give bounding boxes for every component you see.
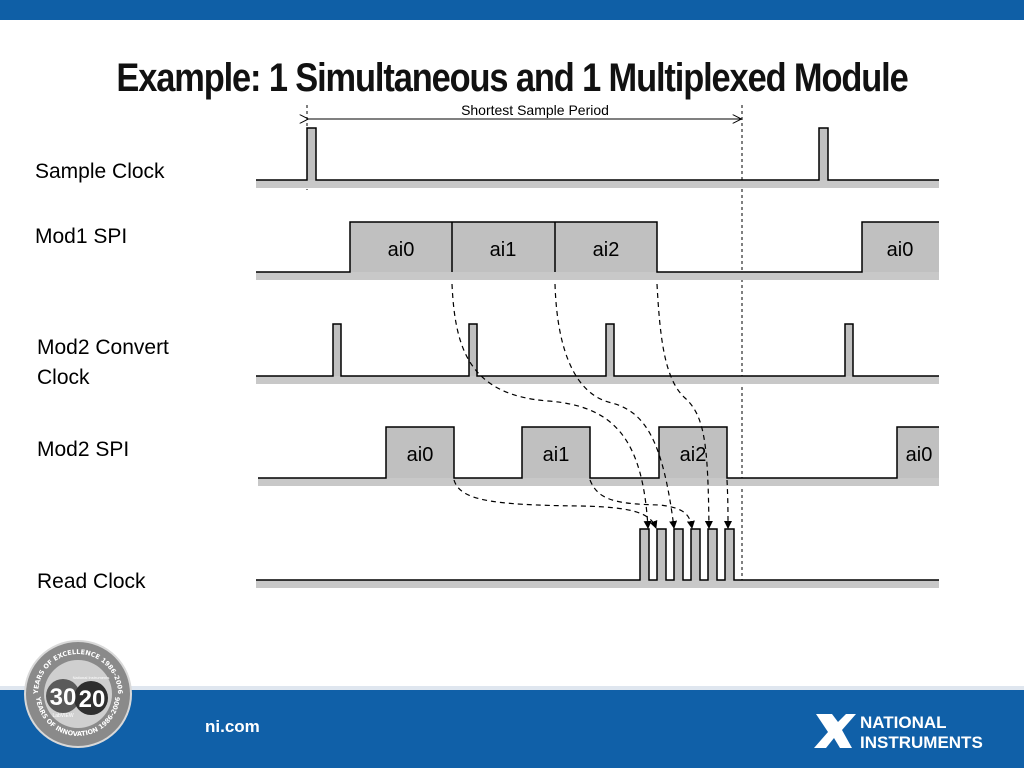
mod2-segment: ai2 [680, 444, 707, 466]
svg-text:NATIONAL: NATIONAL [860, 713, 947, 732]
mod2-segment: ai0 [407, 444, 434, 466]
mod2-spi-label: Mod2 SPI [37, 438, 129, 461]
mod2-segment: ai0 [906, 444, 933, 466]
website-link[interactable]: ni.com [205, 717, 260, 736]
mod2-convert-clock-trace [256, 323, 939, 384]
svg-text:30: 30 [50, 684, 77, 711]
footer-bar [0, 690, 1024, 768]
sample-clock-trace [256, 127, 939, 188]
data-flow-arrows [451, 283, 732, 529]
svg-text:INSTRUMENTS: INSTRUMENTS [860, 733, 983, 752]
slide-title: Example: 1 Simultaneous and 1 Multiplexe… [116, 56, 908, 100]
timing-diagram: Shortest Sample Period Sample Clock Mod1… [35, 102, 939, 593]
sample-clock-label: Sample Clock [35, 160, 165, 183]
read-clock-label: Read Clock [37, 570, 146, 593]
mod2-segment: ai1 [543, 444, 570, 466]
mod1-spi-trace [256, 221, 939, 280]
svg-text:20: 20 [79, 686, 106, 713]
mod1-segment: ai1 [490, 239, 517, 261]
mod1-segment: ai2 [593, 239, 620, 261]
read-clock-trace [256, 528, 939, 588]
svg-text:LabVIEW: LabVIEW [52, 713, 73, 719]
anniversary-seal-logo: YEARS OF EXCELLENCE 1986-2006 YEARS OF I… [24, 640, 132, 748]
svg-text:National Instruments: National Instruments [73, 675, 110, 680]
period-label: Shortest Sample Period [461, 102, 609, 118]
footer-divider [0, 686, 1024, 690]
mod2-spi-trace [258, 426, 939, 486]
mod1-segment: ai0 [887, 239, 914, 261]
national-instruments-logo: NATIONAL INSTRUMENTS [814, 713, 983, 752]
mod1-segment: ai0 [388, 239, 415, 261]
header-bar [0, 0, 1024, 20]
mod1-spi-label: Mod1 SPI [35, 225, 127, 248]
